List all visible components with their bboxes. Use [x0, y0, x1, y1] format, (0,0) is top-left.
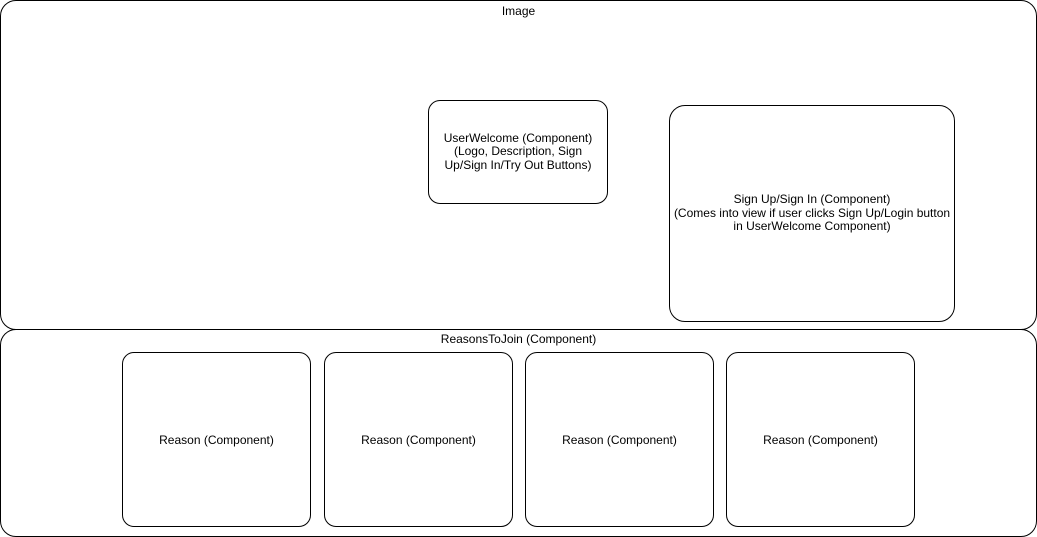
reason-component: Reason (Component) [122, 352, 311, 527]
user-welcome-text: UserWelcome (Component) (Logo, Descripti… [443, 130, 593, 173]
signup-signin-line: (Comes into view if user clicks Sign Up/… [673, 205, 951, 220]
image-container-label: Image [501, 4, 536, 18]
signup-signin-text: Sign Up/Sign In (Component) (Comes into … [674, 193, 950, 234]
user-welcome-component: UserWelcome (Component) (Logo, Descripti… [428, 100, 608, 204]
user-welcome-line: (Logo, Description, Sign [453, 144, 583, 159]
reason-component: Reason (Component) [324, 352, 513, 527]
reason-component: Reason (Component) [726, 352, 915, 527]
reasons-to-join-label: ReasonsToJoin (Component) [440, 332, 597, 346]
signup-signin-component: Sign Up/Sign In (Component) (Comes into … [669, 105, 955, 322]
signup-signin-line: in UserWelcome Component) [733, 219, 891, 234]
reason-label: Reason (Component) [562, 432, 677, 447]
user-welcome-line: Up/Sign In/Try Out Buttons) [444, 157, 592, 172]
user-welcome-line: UserWelcome (Component) [443, 130, 593, 145]
reason-label: Reason (Component) [361, 432, 476, 447]
signup-signin-line: Sign Up/Sign In (Component) [733, 192, 891, 207]
reason-label: Reason (Component) [763, 432, 878, 447]
reason-label: Reason (Component) [159, 432, 274, 447]
reason-component: Reason (Component) [525, 352, 714, 527]
